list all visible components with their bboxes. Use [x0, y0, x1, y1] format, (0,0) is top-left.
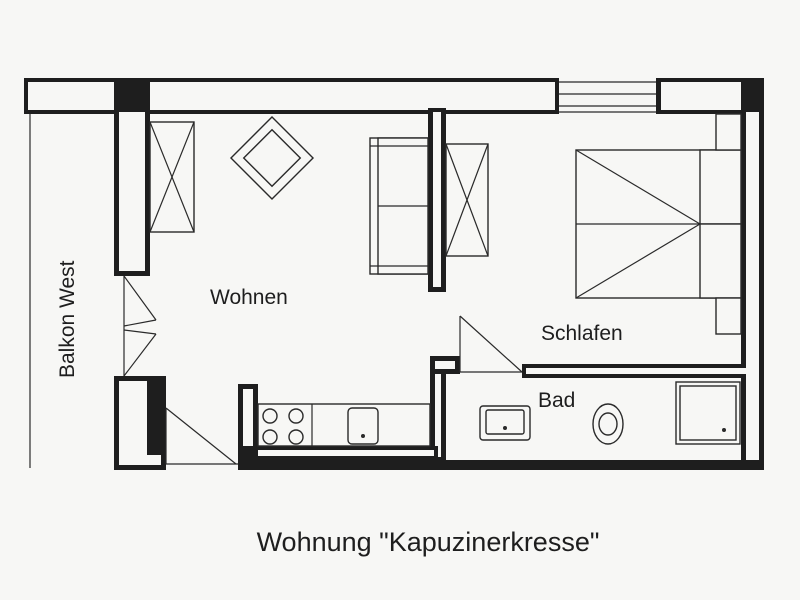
window-top: [559, 81, 656, 113]
balcony-door: [123, 275, 157, 377]
plan-caption: Wohnung "Kapuzinerkresse": [256, 527, 600, 557]
living-room-label: Wohnen: [210, 286, 288, 309]
bathroom-fixtures: [479, 381, 741, 445]
kitchen-sink-icon: [347, 407, 379, 445]
wardrobe-living: [149, 121, 195, 233]
bathroom-label: Bad: [538, 389, 575, 412]
entrance-door: [165, 407, 238, 465]
exterior-walls: [24, 78, 764, 470]
armchair: [229, 115, 315, 201]
stove-burner-icon: [288, 429, 304, 445]
stove-burner-icon: [288, 408, 304, 424]
double-bed: [575, 113, 742, 335]
bedroom-label: Schlafen: [541, 322, 623, 345]
stove-burner-icon: [262, 408, 278, 424]
bedroom-door: [459, 315, 523, 373]
balcony-label: Balkon West: [56, 260, 79, 378]
sofa: [369, 137, 429, 275]
stove-burner-icon: [262, 429, 278, 445]
kitchen-counter: [257, 403, 431, 447]
wardrobe-bedroom: [445, 143, 489, 257]
interior-walls: [238, 108, 746, 470]
